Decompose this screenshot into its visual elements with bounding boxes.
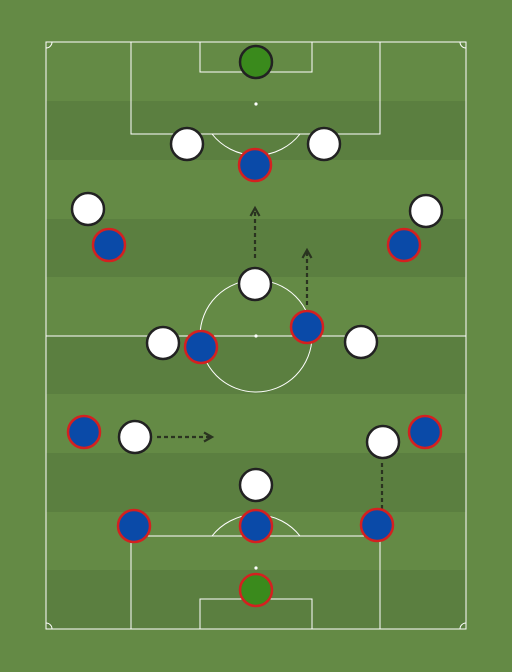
player-white-cb-right: [306, 126, 342, 162]
players-layer: [66, 44, 444, 608]
player-white-wing-right: [408, 193, 444, 229]
corner-arc-bottom-left: [45, 622, 53, 630]
player-blue-fb-right: [407, 414, 443, 450]
player-blue-cm-left: [183, 329, 219, 365]
arrow-head: [203, 431, 215, 443]
arrow-low-left-right: [157, 431, 215, 443]
corner-arc-top-left: [45, 41, 53, 49]
player-white-cm-right: [343, 324, 379, 360]
player-blue-cb-center: [238, 508, 274, 544]
player-white-wing-left: [70, 191, 106, 227]
corner-arc-top-right: [459, 41, 467, 49]
corner-arc-bottom-right: [459, 622, 467, 630]
top-penalty-spot: [254, 102, 258, 106]
player-blue-cm-right: [289, 309, 325, 345]
arrow-head: [301, 247, 313, 259]
player-white-cm-left: [145, 325, 181, 361]
grass-stripe: [46, 336, 466, 394]
arrow-striker-up: [249, 205, 261, 258]
player-blue-wing-left: [91, 227, 127, 263]
center-spot: [254, 334, 258, 338]
player-blue-cb-right: [359, 507, 395, 543]
arrow-cm-up: [301, 247, 313, 305]
player-white-low-left: [117, 419, 153, 455]
grass-stripe: [46, 394, 466, 453]
player-blue-wing-right: [386, 227, 422, 263]
arrow-head: [249, 205, 261, 217]
bottom-penalty-spot: [254, 566, 258, 570]
player-blue-gk: [238, 572, 274, 608]
player-blue-cb-left: [116, 508, 152, 544]
player-white-low-right: [365, 424, 401, 460]
player-blue-fb-left: [66, 414, 102, 450]
player-white-gk: [238, 44, 274, 80]
player-blue-striker: [237, 147, 273, 183]
pitch-spots: [254, 102, 258, 570]
player-white-cm-top: [237, 266, 273, 302]
player-white-low-center: [238, 467, 274, 503]
player-white-cb-left: [169, 126, 205, 162]
